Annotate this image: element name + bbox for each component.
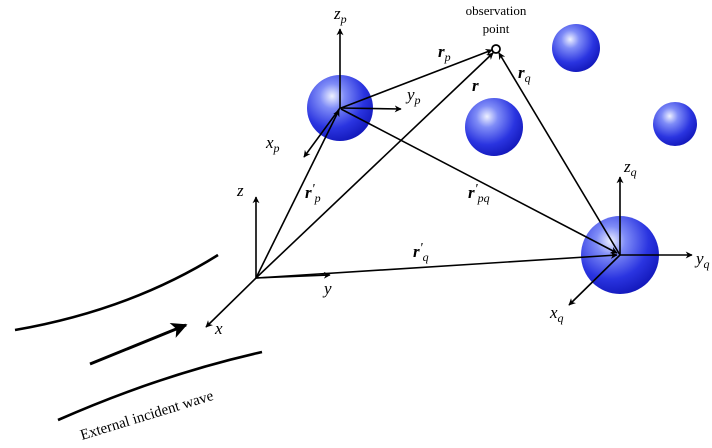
global-x-axis: [205, 277, 257, 328]
global-y-label: y: [322, 279, 332, 298]
label-r-prime-pq: r'pq: [468, 182, 490, 205]
global-axes: [205, 196, 331, 328]
vector-r-prime-q: [255, 251, 618, 279]
label-r-prime-q: r'q: [413, 241, 429, 264]
sphere-p-y-axis: [339, 105, 402, 113]
vector-r-q: [498, 52, 621, 256]
sphere-q-axes: [568, 176, 693, 306]
sphere-q-z-label: zq: [623, 157, 637, 179]
vector-r-p: [340, 48, 493, 109]
sphere-p-y-label: yp: [405, 85, 421, 107]
label-r-p: rp: [438, 42, 451, 64]
vector-r-prime-pq: [340, 108, 618, 254]
global-z-label: z: [236, 181, 244, 200]
sphere-q-y-label: yq: [694, 249, 710, 271]
label-r-prime-p: r'p: [305, 182, 321, 205]
sphere-small-middle: [465, 98, 523, 156]
label-r: r: [472, 76, 479, 95]
external-wave-label: External incident wave: [78, 388, 215, 444]
sphere-q-x-label: xq: [549, 303, 564, 325]
sphere-p-x-label: xp: [265, 133, 280, 155]
label-r-q: rq: [518, 63, 531, 85]
sphere-small-top: [552, 24, 600, 72]
observation-label-line2: point: [483, 21, 510, 36]
observation-point-marker: [491, 44, 501, 54]
wavefront-upper: [14, 253, 219, 332]
wavefront-lower: [57, 350, 263, 422]
sphere-small-right: [653, 102, 697, 146]
sphere-p-z-label: zp: [333, 4, 347, 26]
vector-r-prime-p: [255, 109, 340, 279]
sphere-q-x-axis: [568, 254, 621, 306]
incident-wave-arrow: [89, 323, 188, 366]
observation-label-line1: observation: [466, 3, 527, 18]
global-x-label: x: [214, 319, 223, 338]
vector-r: [255, 52, 494, 279]
position-vectors: [255, 48, 621, 279]
